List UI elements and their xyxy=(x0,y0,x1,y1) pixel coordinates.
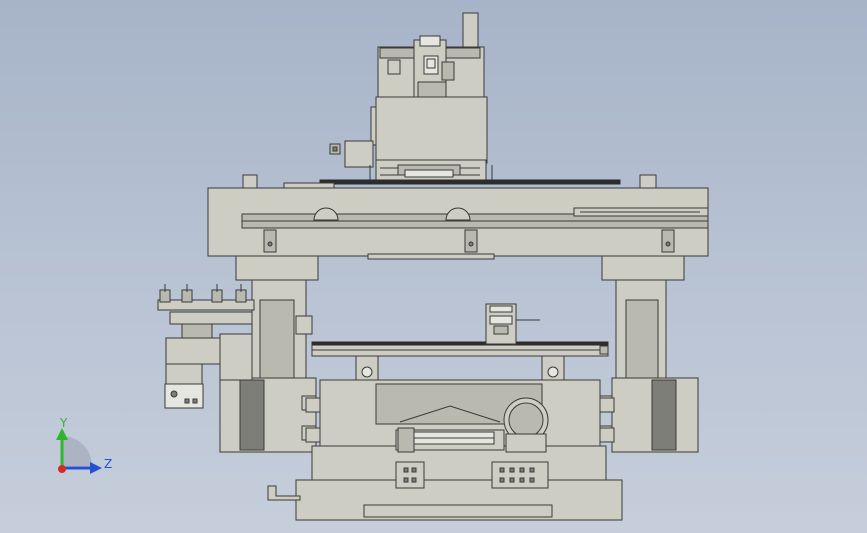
tool-changer xyxy=(157,284,255,409)
right-column xyxy=(597,255,699,453)
work-table xyxy=(311,303,609,381)
y-axis-arrowhead xyxy=(56,428,68,440)
gantry-beam xyxy=(207,187,709,260)
y-axis-label: Y xyxy=(59,416,68,430)
z-axis-arrowhead xyxy=(90,462,102,474)
left-column xyxy=(219,255,319,453)
x-axis-dot xyxy=(58,465,66,473)
orientation-triad[interactable]: Y Z xyxy=(56,416,112,474)
z-axis-label: Z xyxy=(104,457,112,471)
spindle-head xyxy=(329,12,493,183)
top-rail xyxy=(242,174,657,189)
machine-base xyxy=(267,379,623,521)
